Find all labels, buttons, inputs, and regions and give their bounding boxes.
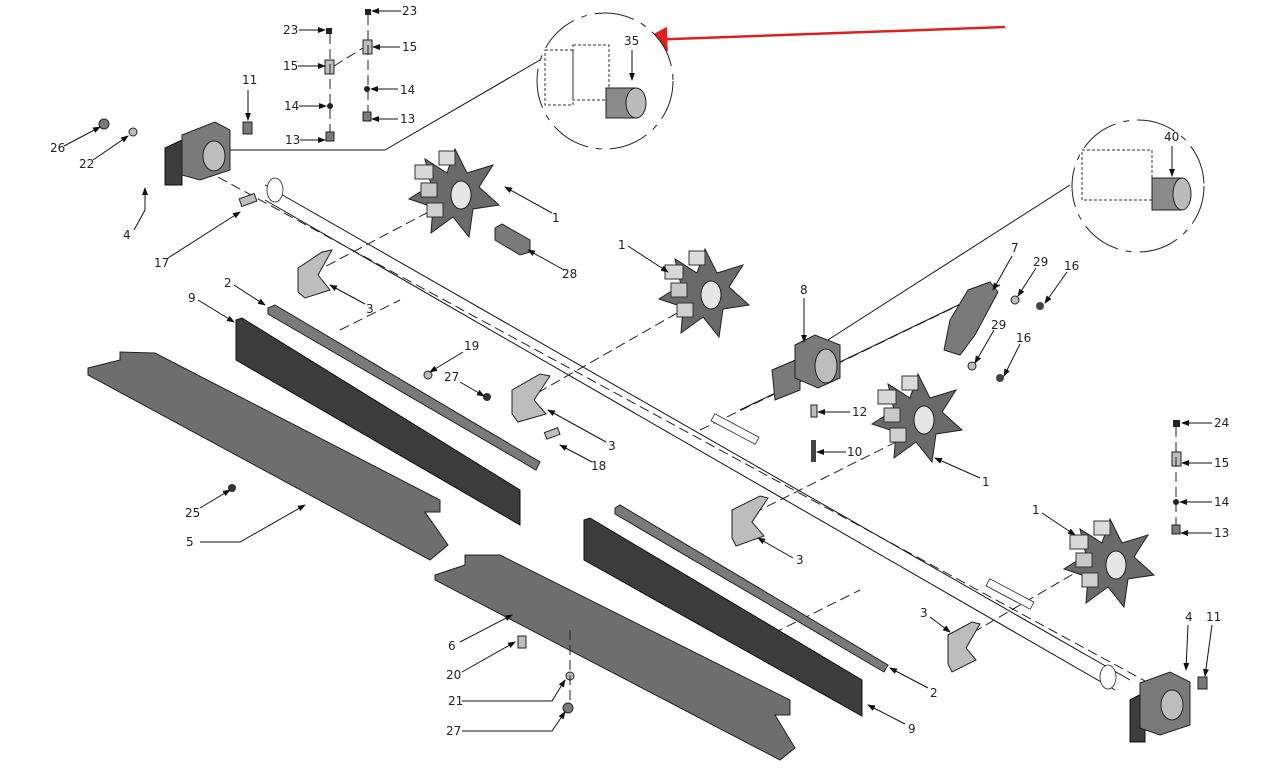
callout-2: 2 <box>930 686 938 700</box>
callout-29: 29 <box>1033 255 1048 269</box>
bracket-part-3 <box>297 249 333 299</box>
rubber-part-9 <box>583 517 863 717</box>
callout-26: 26 <box>50 141 65 155</box>
callout-13: 13 <box>285 133 300 147</box>
callout-3: 3 <box>920 606 928 620</box>
callout-3: 3 <box>366 302 374 316</box>
callout-9: 9 <box>908 722 916 736</box>
sprocket-part-1 <box>871 373 963 463</box>
callout-12: 12 <box>852 405 867 419</box>
callout-20: 20 <box>446 668 461 682</box>
plate-part-5 <box>87 351 449 561</box>
callout-14: 14 <box>1214 495 1229 509</box>
callout-5: 5 <box>186 535 194 549</box>
callout-27: 27 <box>444 370 459 384</box>
callout-14: 14 <box>400 83 415 97</box>
callout-11: 11 <box>1206 610 1221 624</box>
bearing-block-part-8 <box>771 334 841 401</box>
callout-22: 22 <box>79 157 94 171</box>
callout-11: 11 <box>242 73 257 87</box>
bracket-part-3 <box>947 621 981 673</box>
callout-35: 35 <box>624 34 639 48</box>
callout-14: 14 <box>284 99 299 113</box>
callout-3: 3 <box>608 439 616 453</box>
callout-2: 2 <box>224 276 232 290</box>
callout-1: 1 <box>1032 503 1040 517</box>
bracket-part-3 <box>731 495 769 547</box>
strip-part-2 <box>614 504 889 673</box>
callout-24: 24 <box>1214 416 1229 430</box>
sprocket-part-1 <box>658 248 750 338</box>
callout-7: 7 <box>1011 241 1019 255</box>
callout-29: 29 <box>991 318 1006 332</box>
callout-1: 1 <box>618 238 626 252</box>
callout-40: 40 <box>1164 130 1179 144</box>
bearing-housing-part-4b <box>1129 671 1191 743</box>
shaft <box>266 177 1117 690</box>
callout-3: 3 <box>796 553 804 567</box>
callout-1: 1 <box>982 475 990 489</box>
callout-6: 6 <box>448 639 456 653</box>
detail-view-40 <box>1071 119 1205 253</box>
bearing-housing-part-4 <box>164 121 231 186</box>
callout-13: 13 <box>400 112 415 126</box>
callout-28: 28 <box>562 267 577 281</box>
sprocket-part-1 <box>1063 518 1155 608</box>
callout-21: 21 <box>448 694 463 708</box>
callout-16: 16 <box>1064 259 1079 273</box>
callout-19: 19 <box>464 339 479 353</box>
bracket-part-3 <box>511 373 551 423</box>
rubber-part-9 <box>235 317 521 526</box>
detail-view-35 <box>536 12 674 150</box>
leader-lines <box>63 8 1213 732</box>
callout-4: 4 <box>1185 610 1193 624</box>
callout-15: 15 <box>283 59 298 73</box>
callout-labels: 23 23 15 15 14 14 13 13 11 26 22 4 17 35… <box>50 4 1229 738</box>
callout-10: 10 <box>847 445 862 459</box>
strip-part-2 <box>267 304 541 471</box>
key-part-28 <box>494 223 531 256</box>
callout-18: 18 <box>591 459 606 473</box>
arm-part-7 <box>943 281 999 356</box>
hardware <box>98 9 1208 714</box>
callout-16: 16 <box>1016 331 1031 345</box>
callout-23: 23 <box>283 23 298 37</box>
callout-25: 25 <box>185 506 200 520</box>
callout-9: 9 <box>188 291 196 305</box>
callout-27: 27 <box>446 724 461 738</box>
sprocket-part-1 <box>408 148 500 238</box>
callout-17: 17 <box>154 256 169 270</box>
callout-15: 15 <box>1214 456 1229 470</box>
plate-part-6 <box>434 554 796 761</box>
callout-4: 4 <box>123 228 131 242</box>
callout-23: 23 <box>402 4 417 18</box>
callout-13: 13 <box>1214 526 1229 540</box>
highlight-arrow <box>642 25 1006 52</box>
callout-1: 1 <box>552 211 560 225</box>
callout-15: 15 <box>402 40 417 54</box>
callout-8: 8 <box>800 283 808 297</box>
